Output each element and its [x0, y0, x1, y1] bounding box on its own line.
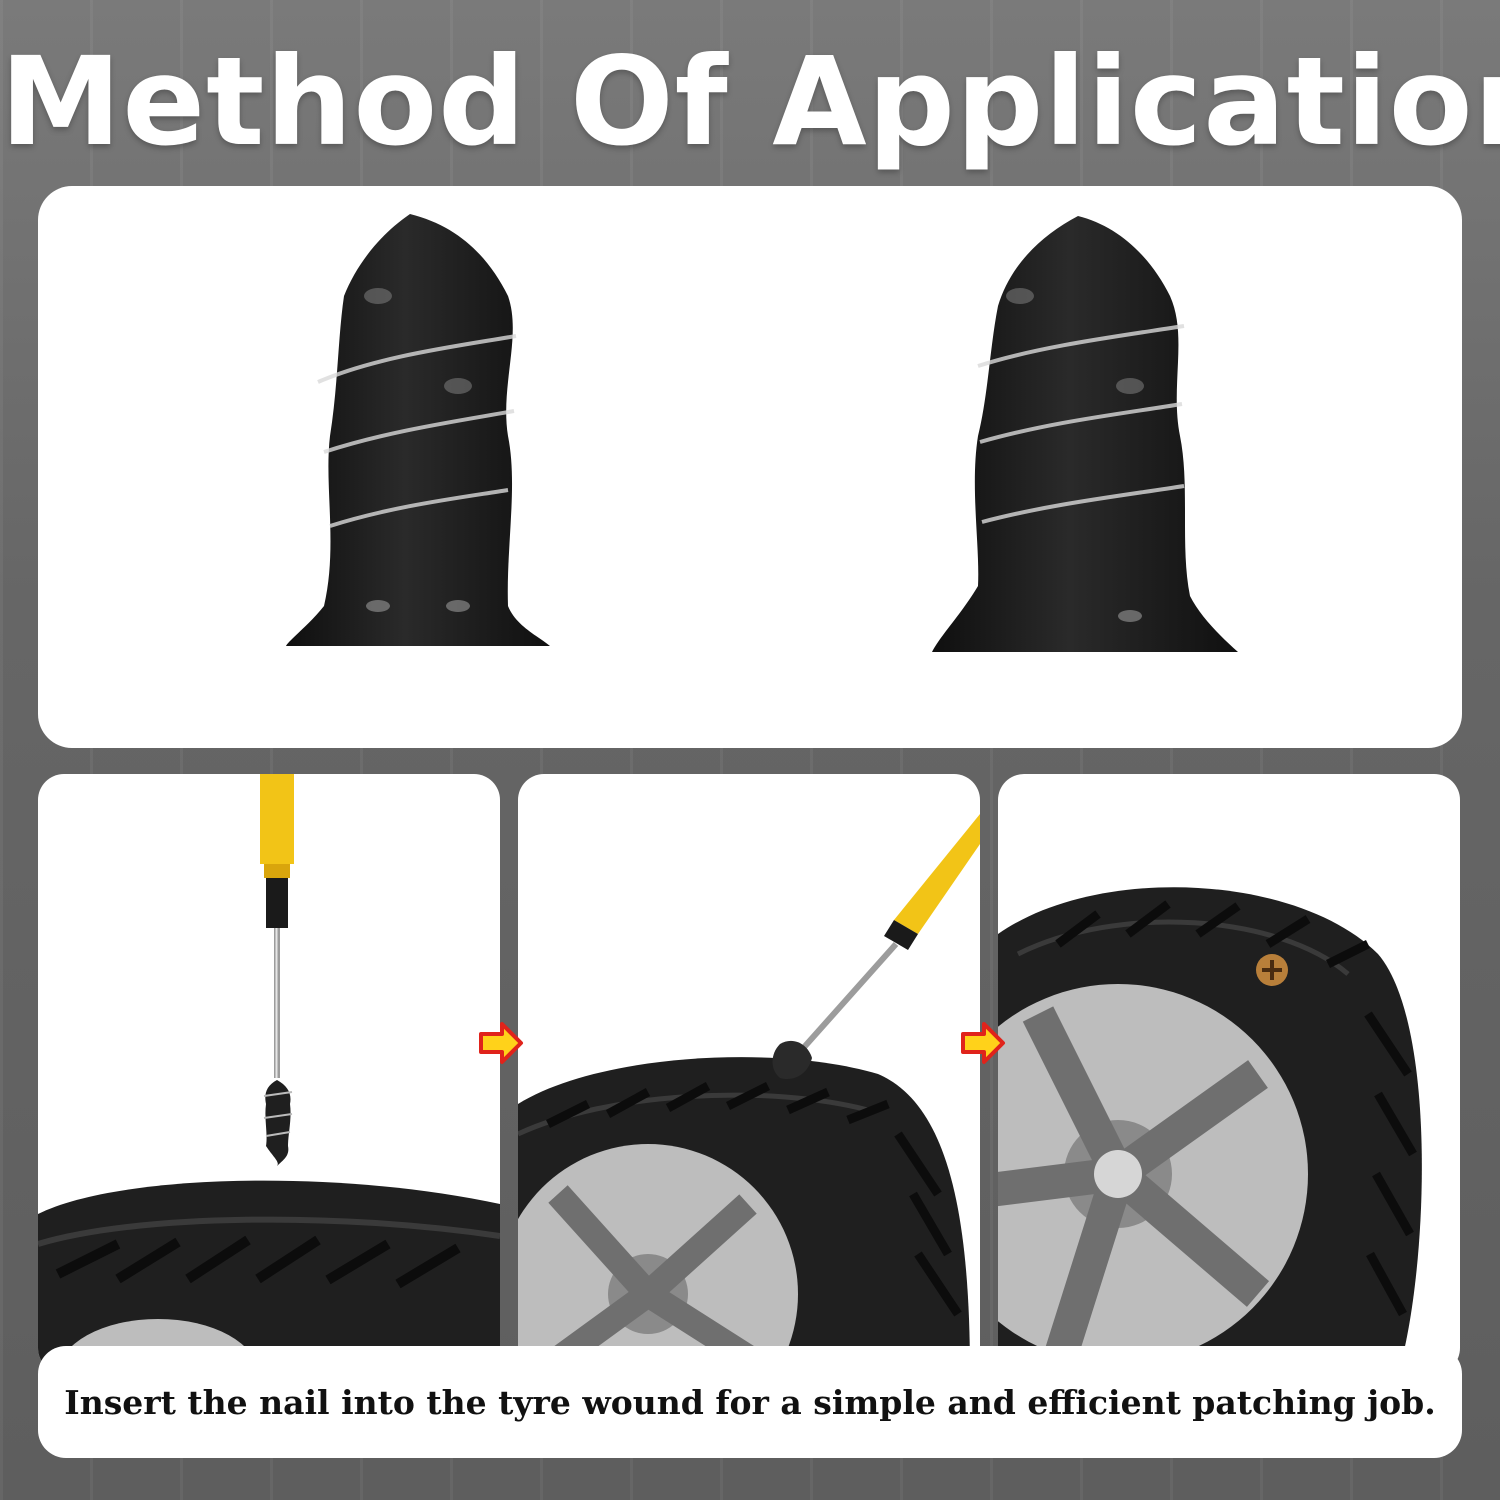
- rubber-plug-icon: [932, 216, 1238, 652]
- step-arrow-icon: [479, 1022, 523, 1064]
- step-3-illustration: [998, 887, 1422, 1374]
- caption-text: Insert the nail into the tyre wound for …: [64, 1382, 1436, 1422]
- screwdriver-icon: [260, 774, 294, 1078]
- screwdriver-icon: [795, 814, 980, 1056]
- rubber-plug-icon: [1256, 954, 1288, 986]
- rubber-plug-icon: [772, 1040, 812, 1080]
- rubber-plug-icon: [263, 1080, 293, 1166]
- rubber-plug-icon: [286, 214, 550, 646]
- plug-showcase-illustration: [286, 214, 1238, 652]
- step-3-panel: [998, 774, 1460, 1374]
- tyre-icon: [38, 1180, 500, 1374]
- step-1-panel: [38, 774, 500, 1374]
- step-arrow-icon: [961, 1022, 1005, 1064]
- plug-showcase-panel: [38, 186, 1462, 748]
- step-2-panel: [518, 774, 980, 1374]
- tyre-icon: [998, 887, 1422, 1374]
- tyre-icon: [518, 1057, 970, 1374]
- caption-box: Insert the nail into the tyre wound for …: [38, 1346, 1462, 1458]
- step-1-illustration: [38, 774, 500, 1374]
- page-title: Method Of Application: [0, 31, 1500, 173]
- step-2-illustration: [518, 814, 980, 1374]
